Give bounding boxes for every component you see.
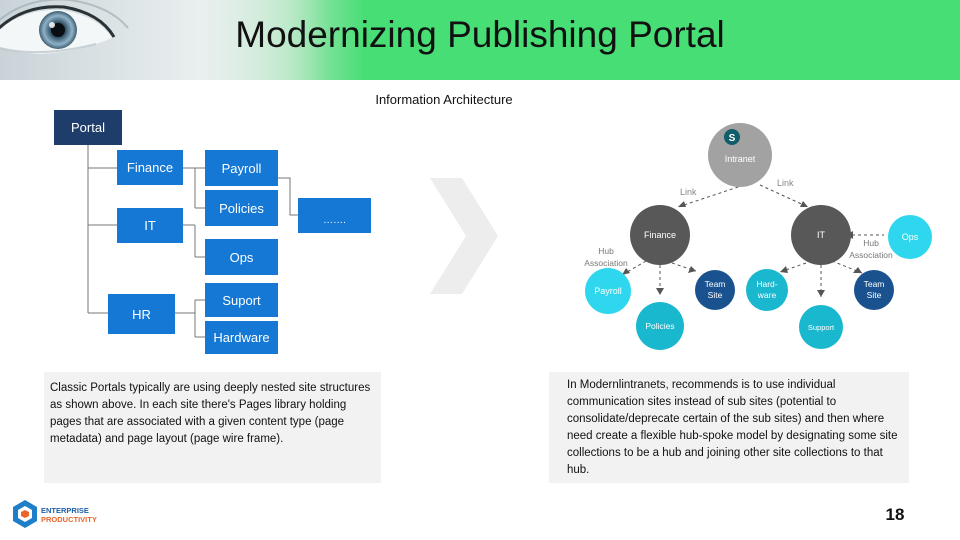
hub-label-team-site-1b: Site	[708, 290, 723, 300]
eye-image	[0, 0, 330, 80]
hub-node-intranet	[708, 123, 772, 187]
hub-node-support	[799, 305, 843, 349]
edge-label-hub-assoc-left-b: Association	[584, 258, 628, 268]
edge-label-hub-assoc-left-a: Hub	[598, 246, 614, 256]
edge-label-hub-assoc-right-a: Hub	[863, 238, 879, 248]
hub-spoke-diagram: S Intranet Finance IT Ops Payroll Polici…	[584, 123, 932, 350]
hub-node-policies	[636, 302, 684, 350]
tree-node-ops: Ops	[205, 239, 278, 275]
enterprise-productivity-logo: ENTERPRISE PRODUCTIVITY	[13, 500, 97, 528]
hub-node-payroll	[585, 268, 631, 314]
edge-label-link-left: Link	[680, 187, 697, 197]
edge-label-hub-assoc-right-b: Association	[849, 250, 893, 260]
hub-label-finance: Finance	[644, 230, 676, 240]
hub-node-finance	[630, 205, 690, 265]
tree-node-hr: HR	[108, 294, 175, 334]
hub-node-team-site-1	[695, 270, 735, 310]
hub-label-team-site-2b: Site	[867, 290, 882, 300]
tree-node-hardware: Hardware	[205, 321, 278, 354]
description-classic-portals: Classic Portals typically are using deep…	[44, 372, 381, 483]
hub-label-intranet: Intranet	[725, 154, 756, 164]
logo-text-line1: ENTERPRISE	[41, 506, 89, 515]
page-number: 18	[885, 505, 905, 524]
tree-node-policies: Policies	[205, 190, 278, 226]
hub-label-hardware-a: Hard-	[756, 279, 777, 289]
hub-node-ops	[888, 215, 932, 259]
sharepoint-badge-letter: S	[729, 133, 736, 144]
tree-node-suport: Suport	[205, 283, 278, 317]
hub-label-payroll: Payroll	[594, 286, 622, 296]
logo-text-line2: PRODUCTIVITY	[41, 515, 97, 524]
hub-node-hardware	[746, 269, 788, 311]
hub-label-policies: Policies	[645, 321, 674, 331]
hub-label-hardware-b: ware	[757, 290, 777, 300]
hub-node-it	[791, 205, 851, 265]
slide-header: Modernizing Publishing Portal	[0, 0, 960, 80]
tree-node-payroll: Payroll	[205, 150, 278, 186]
hub-node-team-site-2	[854, 270, 894, 310]
slide-title: Modernizing Publishing Portal	[235, 14, 725, 55]
edge-label-link-right: Link	[777, 178, 794, 188]
sharepoint-badge-icon	[724, 129, 740, 145]
hub-label-ops: Ops	[902, 232, 919, 242]
tree-node-it: IT	[117, 208, 183, 243]
description-modern-intranets: In Modernlintranets, recommends is to us…	[549, 372, 909, 483]
section-subtitle: Information Architecture	[375, 92, 513, 107]
hub-label-team-site-1a: Team	[705, 279, 726, 289]
hub-label-it: IT	[817, 230, 826, 240]
tree-node-portal: Portal	[54, 110, 122, 145]
tree-node-finance: Finance	[117, 150, 183, 185]
tree-node-more: …….	[298, 198, 371, 233]
hub-label-support: Support	[808, 323, 835, 332]
hub-label-team-site-2a: Team	[864, 279, 885, 289]
chevron-right-icon	[430, 178, 498, 294]
